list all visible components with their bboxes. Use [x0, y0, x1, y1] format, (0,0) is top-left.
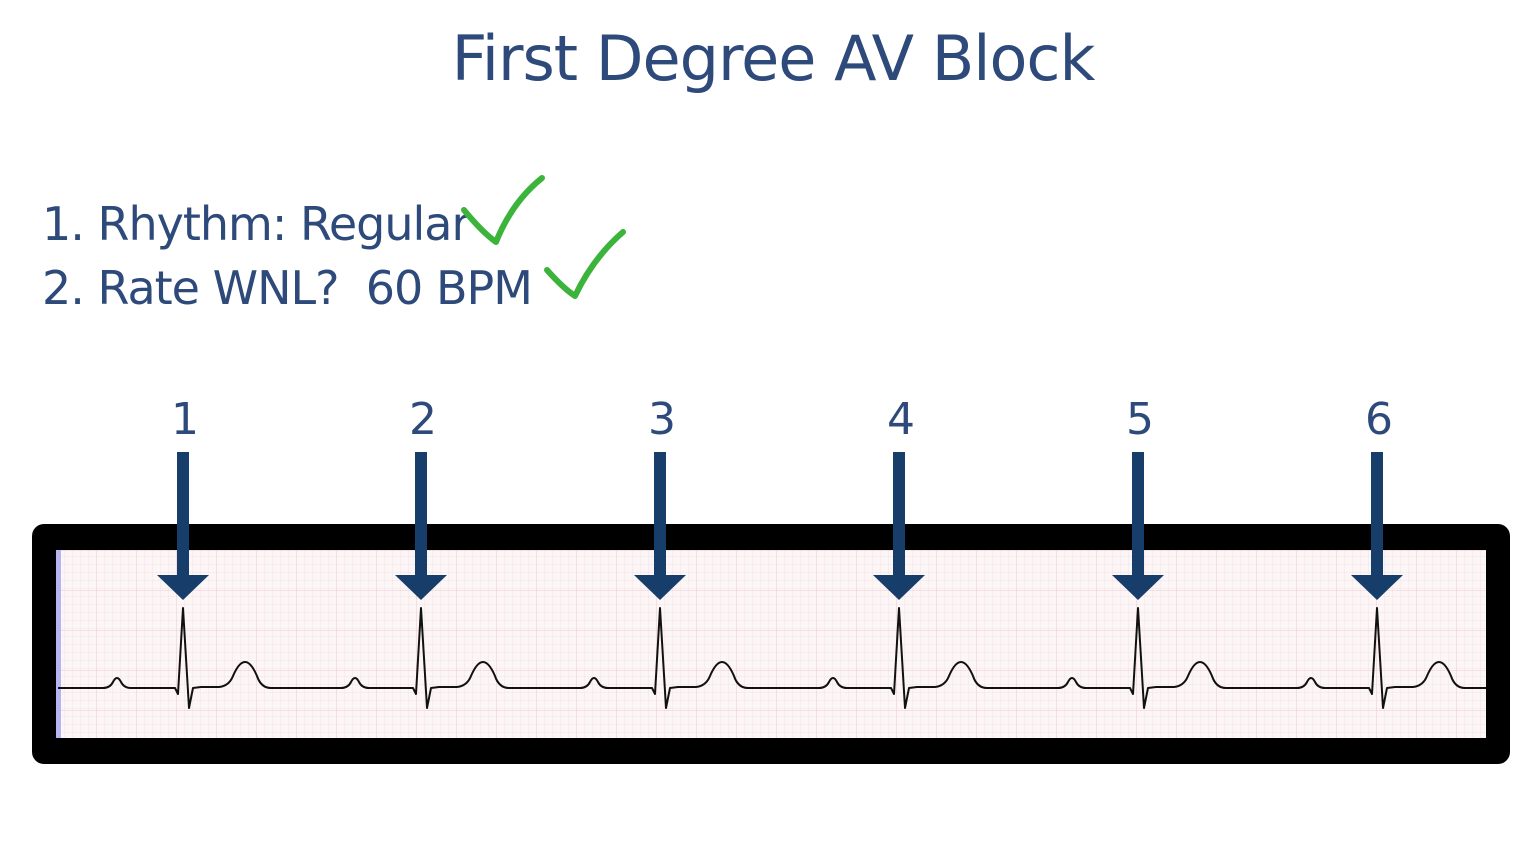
criteria-list: 1. Rhythm: Regular 2. Rate WNL? 60 BPM: [42, 192, 533, 320]
arrow-down-icon: [395, 452, 447, 600]
beat-label-6: 6: [1365, 394, 1393, 445]
criterion-rate: 2. Rate WNL? 60 BPM: [42, 261, 533, 315]
arrow-down-icon: [634, 452, 686, 600]
beat-label-1: 1: [171, 394, 199, 445]
page-title: First Degree AV Block: [451, 22, 1096, 95]
arrow-down-icon: [873, 452, 925, 600]
arrow-down-icon: [1112, 452, 1164, 600]
beat-label-2: 2: [409, 394, 437, 445]
beat-label-4: 4: [887, 394, 915, 445]
criterion-rhythm: 1. Rhythm: Regular: [42, 197, 470, 251]
arrow-down-icon: [1351, 452, 1403, 600]
beat-label-5: 5: [1126, 394, 1154, 445]
beat-label-3: 3: [648, 394, 676, 445]
check-icon: [544, 229, 626, 299]
ecg-trace: [58, 607, 1486, 709]
arrow-down-icon: [157, 452, 209, 600]
check-icon: [461, 175, 545, 245]
